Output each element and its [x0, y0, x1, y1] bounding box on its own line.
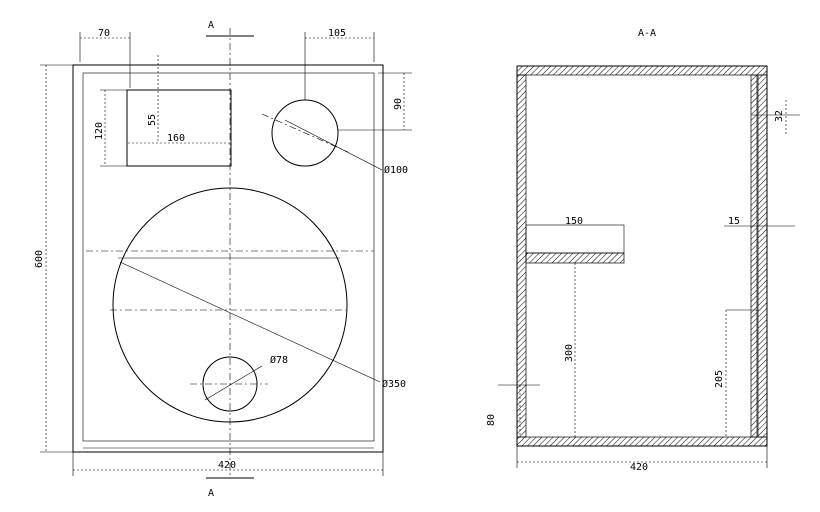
dim-port-height: 120 — [94, 122, 105, 140]
dim-shelf-height: 300 — [564, 344, 575, 362]
tweeter-diameter-label: Ø100 — [384, 164, 408, 176]
dim-left-offset: 70 — [98, 28, 110, 39]
dim-right-height: 205 — [714, 370, 725, 388]
dim-front-width: 420 — [218, 460, 236, 471]
dim-bottom: 80 — [486, 414, 497, 426]
section-marker-top: A — [208, 20, 214, 31]
front-outline — [72, 64, 384, 453]
port-diameter-label: Ø78 — [270, 354, 288, 366]
dim-right-top: 90 — [393, 98, 404, 110]
dim-panel: 15 — [728, 216, 740, 227]
section-view: A-A 150 15 32 300 205 80 420 — [486, 28, 800, 473]
front-inner-outline — [82, 72, 375, 442]
section-marker-bottom: A — [208, 488, 214, 499]
dim-port-width: 160 — [167, 133, 185, 144]
dim-shelf: 150 — [565, 216, 583, 227]
dim-top-gap: 32 — [774, 110, 785, 122]
shelf — [525, 252, 625, 264]
section-title: A-A — [638, 28, 656, 39]
front-view: A A 70 105 90 55 120 160 600 420 Ø100 Ø3… — [34, 20, 412, 499]
dim-section-width: 420 — [630, 462, 648, 473]
dim-small-vertical: 55 — [147, 114, 158, 126]
dim-right-offset: 105 — [328, 28, 346, 39]
woofer-diameter-label: Ø350 — [382, 378, 406, 390]
woofer-circle — [112, 187, 348, 423]
dim-front-height: 600 — [34, 250, 45, 268]
port-rectangle — [126, 89, 232, 167]
